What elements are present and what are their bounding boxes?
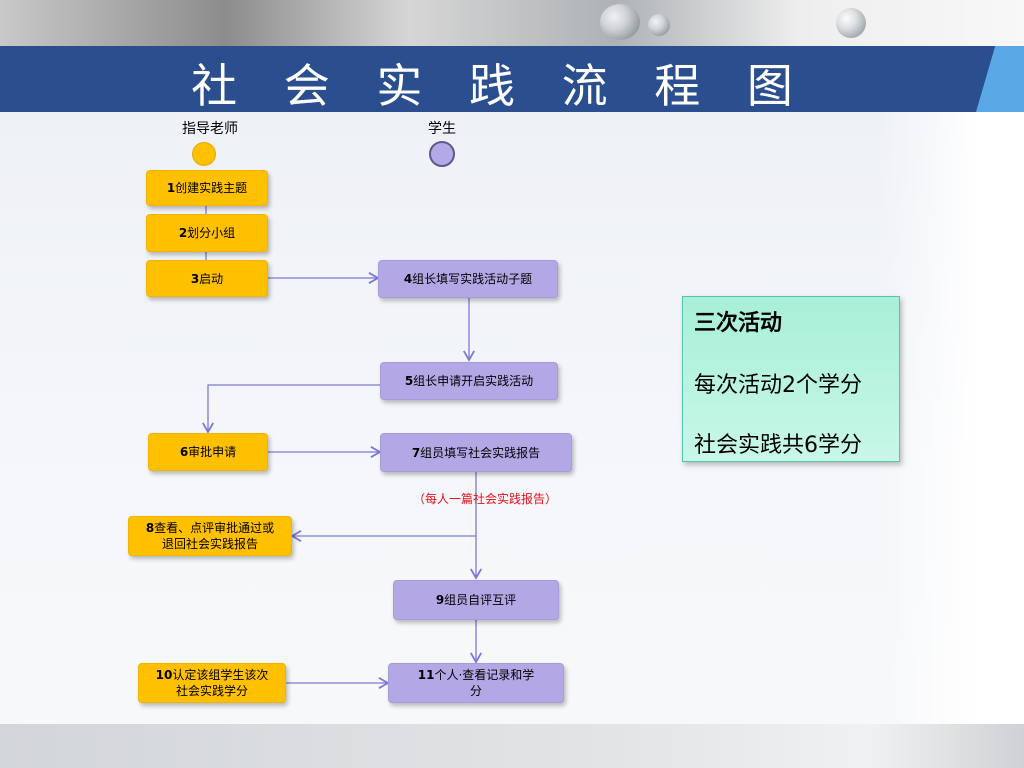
page-title: 社 会 实 践 流 程 图 bbox=[191, 59, 809, 113]
water-drop-decoration bbox=[836, 8, 866, 38]
step-text: 认定该组学生该次社会实践学分 bbox=[172, 668, 269, 698]
step-2-box: 2划分小组 bbox=[146, 214, 268, 252]
step-number: 4 bbox=[403, 272, 413, 286]
step-10-box: 10认定该组学生该次社会实践学分 bbox=[138, 663, 286, 703]
step-4-box: 4组长填写实践活动子题 bbox=[378, 260, 558, 298]
step-number: 11 bbox=[417, 668, 435, 682]
footer-band bbox=[0, 724, 1024, 768]
step-number: 2 bbox=[178, 226, 188, 240]
step-text: 组长填写实践活动子题 bbox=[412, 272, 533, 286]
step-number: 8 bbox=[145, 521, 155, 535]
info-activity-count: 三次活动 bbox=[694, 311, 783, 336]
step-9-box: 9组员自评互评 bbox=[393, 580, 559, 620]
step-7-box: 7组员填写社会实践报告 bbox=[380, 433, 572, 472]
lane-label-teacher: 指导老师 bbox=[182, 121, 238, 137]
credits-info-box: 三次活动 每次活动2个学分 社会实践共6学分 bbox=[682, 296, 900, 462]
step-3-box: 3启动 bbox=[146, 260, 268, 297]
right-fade-decoration bbox=[880, 112, 1024, 724]
step-number: 6 bbox=[179, 445, 189, 459]
step-number: 7 bbox=[411, 445, 421, 460]
step-8-box: 8查看、点评审批通过或退回社会实践报告 bbox=[128, 516, 292, 556]
step-5-box: 5组长申请开启实践活动 bbox=[380, 362, 558, 400]
step-text: 组员自评互评 bbox=[444, 593, 517, 607]
water-drop-decoration bbox=[600, 4, 640, 40]
water-drop-decoration bbox=[648, 14, 670, 36]
info-total-credits: 社会实践共6学分 bbox=[694, 433, 862, 458]
student-lane-marker-icon bbox=[429, 141, 455, 167]
step-11-box: 11个人·查看记录和学分 bbox=[388, 663, 564, 703]
step-text: 个人·查看记录和学分 bbox=[434, 668, 535, 698]
step-6-box: 6审批申请 bbox=[148, 433, 268, 471]
step-1-box: 1创建实践主题 bbox=[146, 170, 268, 206]
step-text: 审批申请 bbox=[188, 445, 237, 459]
step-text: 查看、点评审批通过或退回社会实践报告 bbox=[154, 521, 275, 551]
step-text: 启动 bbox=[199, 271, 224, 286]
teacher-lane-marker-icon bbox=[192, 142, 216, 166]
step-text: 组长申请开启实践活动 bbox=[413, 374, 534, 388]
step-number: 1 bbox=[166, 181, 176, 195]
report-note: （每人一篇社会实践报告） bbox=[412, 492, 557, 506]
step-text: 创建实践主题 bbox=[175, 181, 248, 195]
step-number: 5 bbox=[404, 374, 414, 388]
step-number: 9 bbox=[435, 593, 445, 607]
lane-label-student: 学生 bbox=[428, 121, 456, 137]
step-number: 10 bbox=[155, 668, 173, 682]
info-credits-per-activity: 每次活动2个学分 bbox=[694, 373, 862, 398]
title-band bbox=[0, 46, 1024, 112]
step-text: 组员填写社会实践报告 bbox=[420, 445, 541, 460]
step-number: 3 bbox=[190, 271, 200, 286]
step-text: 划分小组 bbox=[187, 226, 236, 240]
